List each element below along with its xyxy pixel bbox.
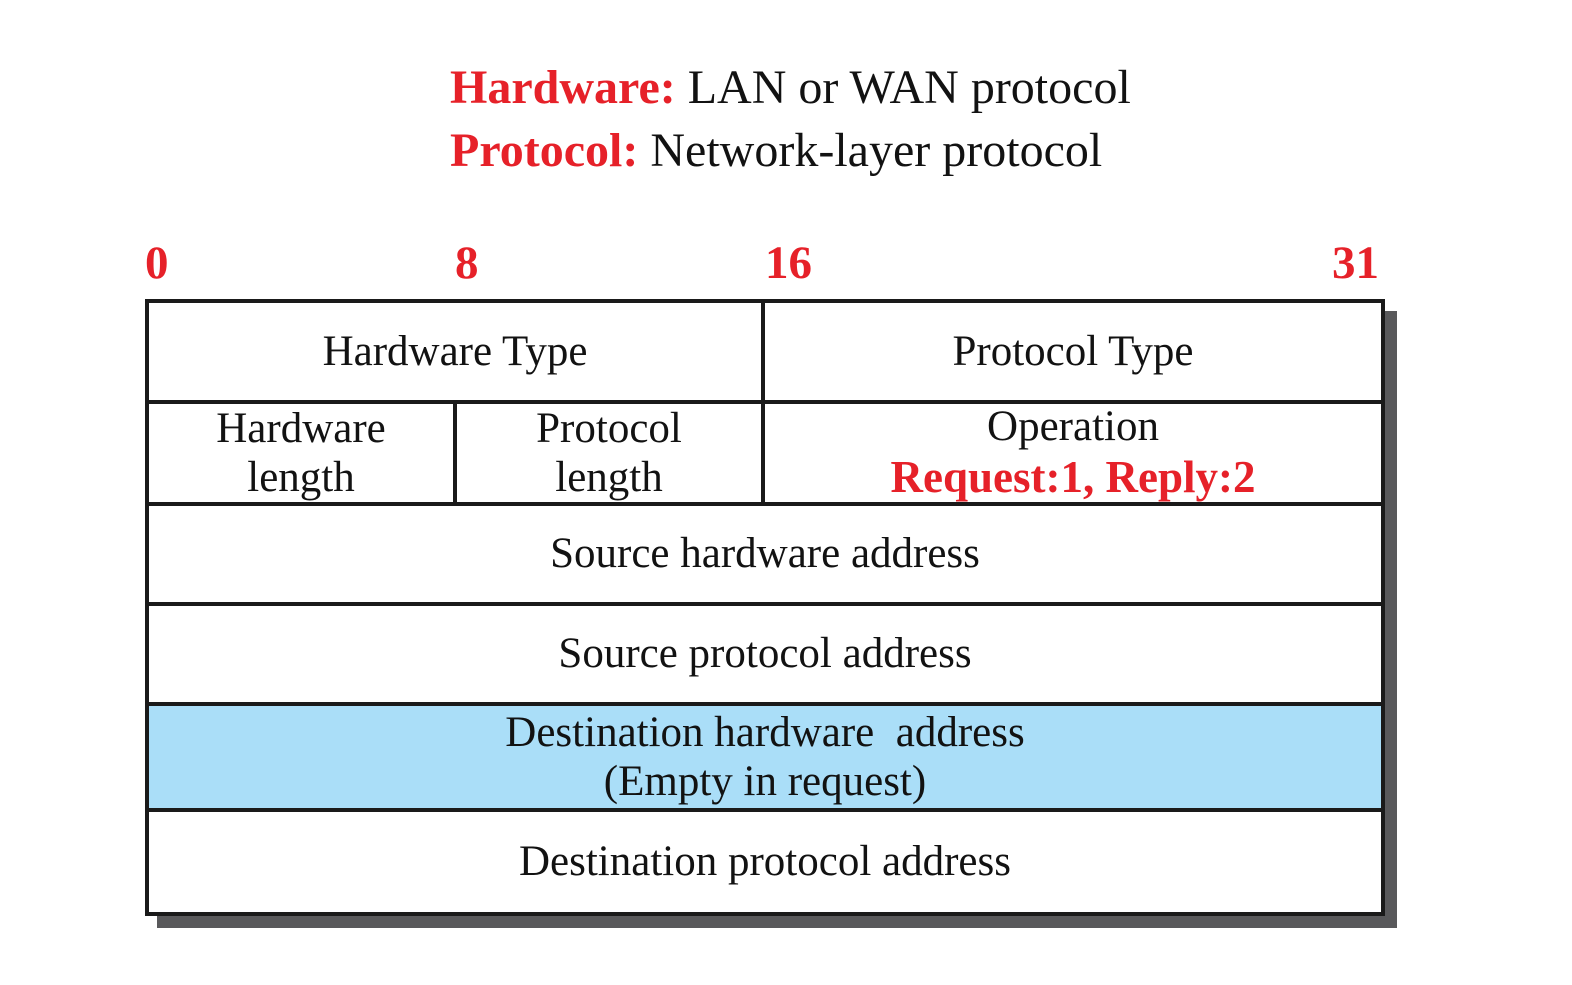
legend-line-protocol: Protocol: Network-layer protocol xyxy=(450,119,1131,182)
field-source-protocol-address-label: Source protocol address xyxy=(558,630,972,678)
packet-row-5: Destination hardware address (Empty in r… xyxy=(149,706,1381,812)
packet-row-4: Source protocol address xyxy=(149,606,1381,706)
bit-label-31: 31 xyxy=(1332,237,1379,289)
field-hardware-length-line1: Hardware xyxy=(216,404,386,452)
packet-table: Hardware Type Protocol Type Hardware len… xyxy=(145,299,1385,916)
packet-row-2: Hardware length Protocol length Operatio… xyxy=(149,403,1381,506)
field-operation-label: Operation xyxy=(987,403,1159,451)
bit-label-0: 0 xyxy=(145,237,169,289)
legend-line-hardware: Hardware: LAN or WAN protocol xyxy=(450,56,1131,119)
field-source-hardware-address: Source hardware address xyxy=(149,506,1381,602)
field-source-hardware-address-label: Source hardware address xyxy=(550,530,980,578)
legend: Hardware: LAN or WAN protocol Protocol: … xyxy=(450,56,1131,182)
field-hardware-type: Hardware Type xyxy=(149,303,765,400)
legend-desc-hardware: LAN or WAN protocol xyxy=(675,61,1131,114)
field-destination-protocol-address-label: Destination protocol address xyxy=(518,838,1011,886)
field-destination-protocol-address: Destination protocol address xyxy=(149,812,1381,912)
legend-desc-protocol: Network-layer protocol xyxy=(638,124,1103,177)
field-source-protocol-address: Source protocol address xyxy=(149,606,1381,702)
field-destination-hardware-address-note: (Empty in request) xyxy=(603,758,927,805)
field-destination-hardware-address-label: Destination hardware address xyxy=(505,708,1025,756)
legend-term-hardware: Hardware: xyxy=(450,61,676,114)
field-operation: Operation Request:1, Reply:2 xyxy=(765,403,1381,502)
field-hardware-type-label: Hardware Type xyxy=(322,327,588,375)
legend-term-protocol: Protocol: xyxy=(450,124,639,177)
field-protocol-length-line1: Protocol xyxy=(536,404,682,452)
field-destination-hardware-address: Destination hardware address (Empty in r… xyxy=(149,706,1381,808)
packet-row-6: Destination protocol address xyxy=(149,812,1381,912)
packet-row-3: Source hardware address xyxy=(149,506,1381,606)
field-protocol-length: Protocol length xyxy=(457,404,765,502)
field-protocol-type: Protocol Type xyxy=(765,303,1381,400)
field-protocol-type-label: Protocol Type xyxy=(952,327,1194,375)
field-protocol-length-line2: length xyxy=(555,454,663,501)
bit-ruler: 0 8 16 31 xyxy=(145,236,1385,290)
bit-label-16: 16 xyxy=(765,237,812,289)
field-hardware-length-line2: length xyxy=(247,454,355,501)
packet-row-1: Hardware Type Protocol Type xyxy=(149,303,1381,404)
field-operation-values-note: Request:1, Reply:2 xyxy=(890,451,1256,502)
field-hardware-length: Hardware length xyxy=(149,404,457,502)
bit-label-8: 8 xyxy=(455,237,479,289)
